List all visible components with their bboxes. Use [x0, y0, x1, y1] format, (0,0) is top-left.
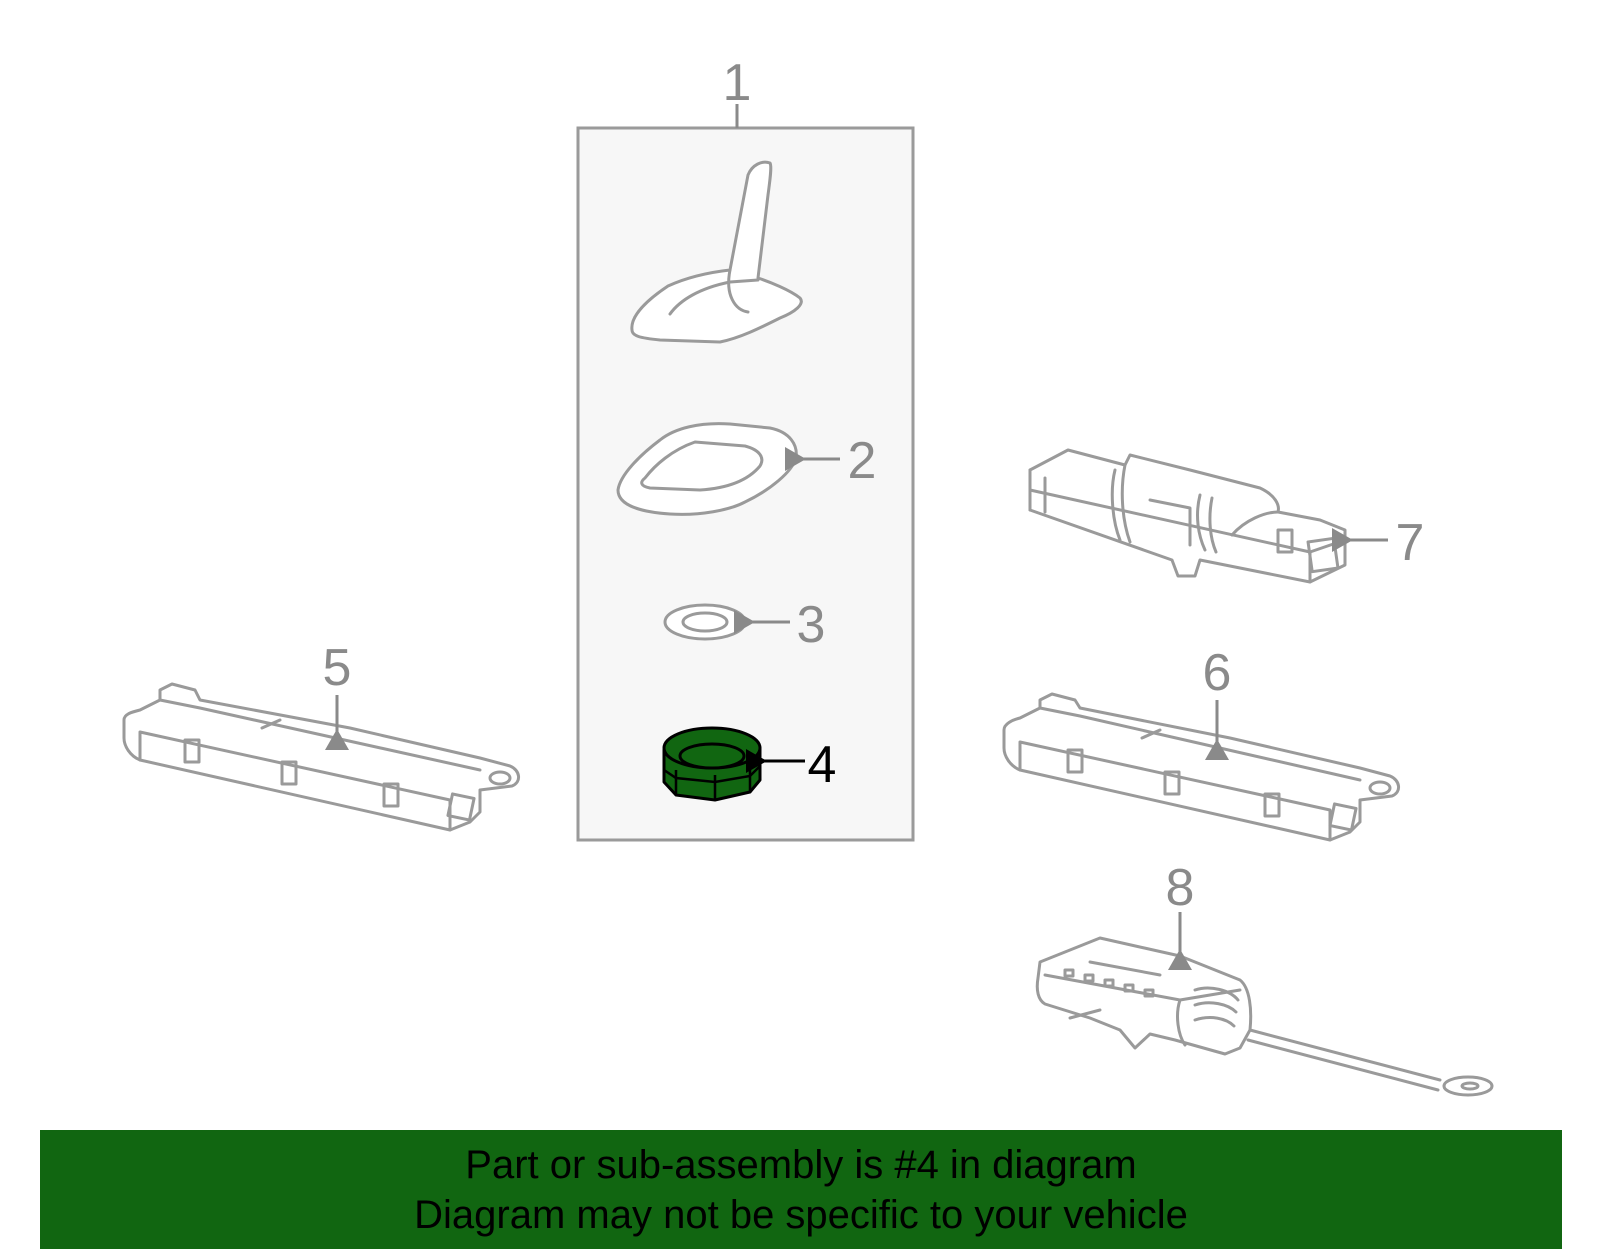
part-8-connector[interactable] [1035, 936, 1494, 1097]
callout-2[interactable]: 2 [848, 432, 877, 490]
callout-5[interactable]: 5 [323, 639, 352, 697]
part-4-nut[interactable] [662, 726, 762, 802]
part-2-gasket[interactable] [616, 422, 798, 516]
part-1-antenna-fin[interactable] [630, 160, 803, 344]
part-3-washer[interactable] [663, 603, 747, 641]
callout-7[interactable]: 7 [1396, 514, 1425, 572]
callout-1[interactable]: 1 [723, 54, 752, 112]
part-5-module[interactable] [122, 682, 520, 832]
callout-3[interactable]: 3 [797, 596, 826, 654]
part-6-module[interactable] [1002, 692, 1400, 842]
part-7-receiver[interactable] [1028, 448, 1347, 584]
callout-6[interactable]: 6 [1203, 644, 1232, 702]
info-banner: Part or sub-assembly is #4 in diagram Di… [40, 1130, 1562, 1249]
callout-4[interactable]: 4 [808, 736, 837, 794]
callout-8[interactable]: 8 [1166, 859, 1195, 917]
banner-line-disclaimer: Diagram may not be specific to your vehi… [414, 1193, 1188, 1237]
banner-line-part-number: Part or sub-assembly is #4 in diagram [465, 1143, 1137, 1187]
